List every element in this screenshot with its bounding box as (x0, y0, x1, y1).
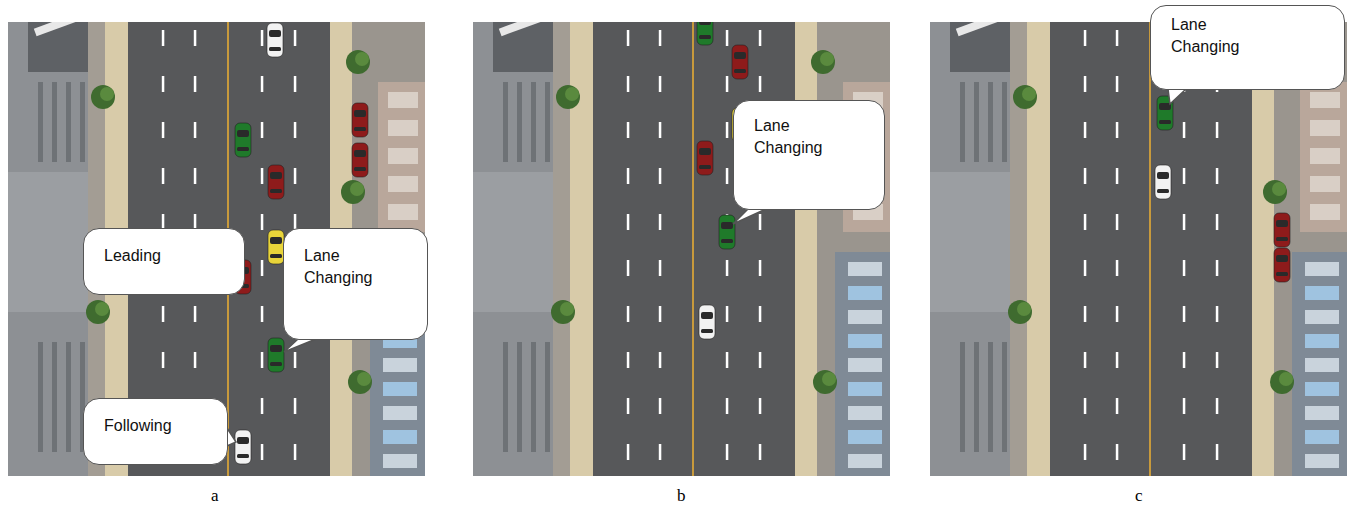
callout-tail (284, 339, 316, 352)
car (697, 22, 713, 45)
panel-caption: a (211, 486, 219, 506)
car (268, 230, 284, 264)
car (699, 305, 715, 339)
car (1274, 248, 1290, 282)
car (267, 23, 283, 57)
callout-text: Lane Changing (754, 115, 846, 158)
car (352, 143, 368, 177)
callout-tail (733, 209, 766, 224)
speech-bubble: Lane Changing (283, 228, 428, 340)
car (1274, 213, 1290, 247)
car (732, 45, 748, 79)
callout-text: Following (104, 415, 196, 437)
car (1155, 165, 1171, 199)
callout-text: Lane Changing (304, 245, 396, 288)
callout-text: Leading (104, 245, 196, 267)
panel-caption: c (1135, 486, 1143, 506)
callout-tail (227, 428, 236, 446)
speech-bubble: Lane Changing (1150, 5, 1345, 90)
panel-caption: b (677, 486, 686, 506)
car (352, 103, 368, 137)
car (235, 430, 251, 464)
car (719, 215, 735, 249)
road-panel (930, 22, 1347, 476)
road-panel (473, 22, 890, 476)
callout-tail (1168, 89, 1186, 104)
speech-bubble: Leading (83, 228, 245, 295)
car (268, 338, 284, 372)
speech-bubble: Following (83, 398, 228, 465)
car (235, 123, 251, 157)
car (697, 141, 713, 175)
speech-bubble: Lane Changing (733, 100, 885, 210)
callout-text: Lane Changing (1171, 14, 1263, 57)
car (268, 165, 284, 199)
